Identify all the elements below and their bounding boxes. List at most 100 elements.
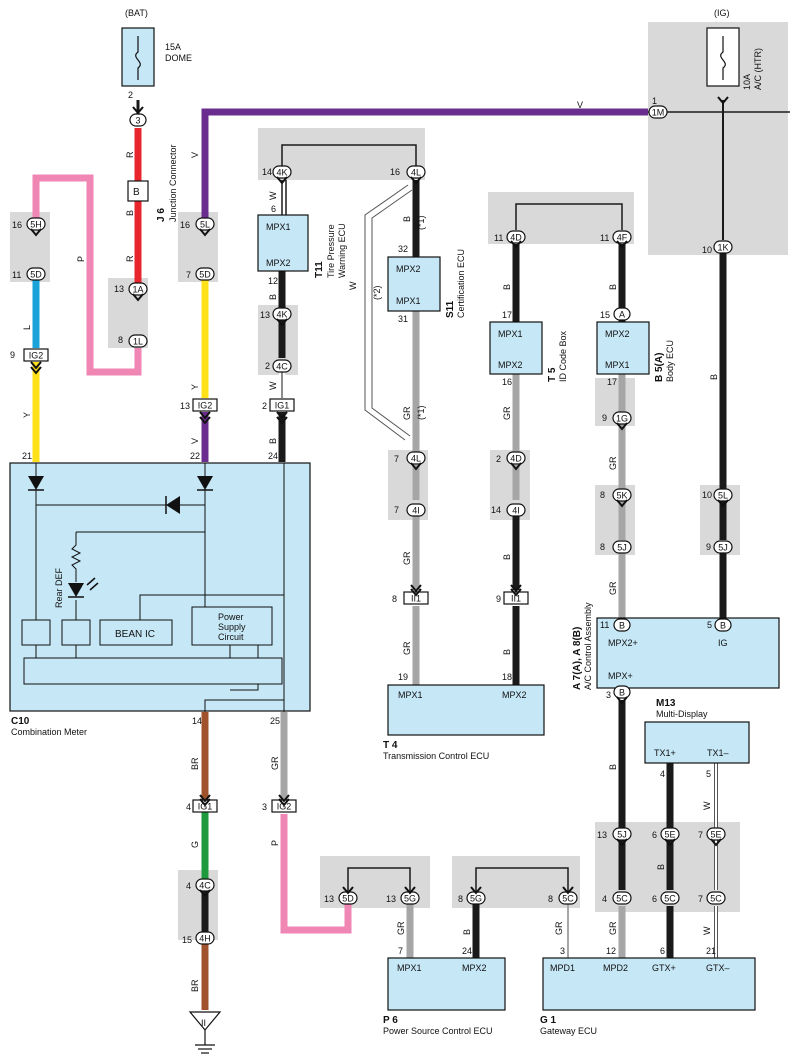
oval-connector-c5d_low: 5D [338,891,358,905]
pin-name: MPX2 [498,360,523,370]
wire-color: BR [190,757,200,770]
connector-label: 5E [710,830,721,840]
wire-color: GR [270,756,280,770]
wire-color: V [190,438,200,444]
oval-connector-c4f: 4F [612,230,632,244]
note: (*1) [416,405,426,420]
dome-name: DOME [165,53,192,63]
pin: 12 [606,946,616,956]
connector-label: 5J [617,830,627,840]
pin: 16 [502,377,512,387]
pin: 12 [268,276,278,286]
wire-color: Y [22,412,32,418]
oval-connector-c5l: 5L [195,217,215,231]
pin-name: BEAN IC [115,629,155,640]
oval-connector-c4d_b: 4D [506,451,526,465]
wire-color: GR [608,581,618,595]
wire-color: L [22,325,32,330]
pin: 5 [707,620,712,630]
pin: 2 [496,454,501,464]
connector-label: 5G [470,894,482,904]
component-code: T 5 [547,367,558,382]
pin: 8 [118,335,123,345]
chevron-icon [616,422,628,431]
pin: 18 [502,672,512,682]
oval-connector-cb_b: B [714,618,732,632]
connector-label: B [619,621,625,631]
ac-name: A/C (HTR) [753,48,763,90]
oval-connector-c5d_b: 5D [195,267,215,281]
pin: 8 [392,594,397,604]
wire-color: BR [190,979,200,992]
connector-label: 5H [30,220,42,230]
pin-name: MPX2 [396,264,421,274]
component-code: J 6 [156,208,167,222]
pin: 9 [706,542,711,552]
pin: 4 [602,894,607,904]
pin: 9 [602,413,607,423]
component-name: Gateway ECU [540,1026,597,1036]
connector-label: 5D [199,270,211,280]
chevron-icon [30,228,42,237]
component-name: A/C Control Assembly [583,602,593,690]
chevron-icon [410,462,422,471]
connector-label: II1 [511,594,521,604]
oval-connector-c4i_a: 4I [406,503,426,517]
pin-name: MPX1 [396,296,421,306]
oval-connector-c5c_d: 5C [706,891,726,905]
chevron-icon [710,838,722,847]
wire-color: P [270,840,280,846]
pin: 6 [271,204,276,214]
chevrons [30,96,729,898]
pin: 2 [128,90,133,100]
pin: 7 [698,830,703,840]
connector-label: 5G [404,894,416,904]
pin: 13 [180,401,190,411]
oval-connector-c4c_low: 4C [195,878,215,892]
pin: 7 [698,894,703,904]
connector-label: 4D [510,233,522,243]
fuse-ac-htr [706,27,740,87]
pin: 14 [491,505,501,515]
connector-label: 4L [411,168,421,178]
pin: 7 [394,505,399,515]
component-name: ID Code Box [558,330,568,382]
chevron-icon [199,411,211,420]
pin: 16 [390,167,400,177]
pin-name: MPX1 [605,360,630,370]
connector-label: 4C [276,362,288,372]
oval-connector-c5j_c: 5J [612,827,632,841]
wire-color: W [268,191,278,200]
ground-code: II [201,1018,206,1028]
connector-label: 5C [562,894,574,904]
pin: 15 [600,310,610,320]
pin: 11 [494,233,503,243]
pin: 6 [652,894,657,904]
oval-connector-c5k: 5K [612,488,632,502]
pin: 3 [262,802,267,812]
wire-color: GR [502,406,512,420]
pin-name: MPX2+ [608,638,638,648]
oval-connector-cb_a: B [613,618,631,632]
connector-label: 5K [616,491,627,501]
component-name: Junction Connector [168,144,178,222]
chevron-icon [276,411,288,420]
wire-color: W [348,281,358,290]
component-code: C10 [11,716,30,727]
connector-label: 4H [199,934,211,944]
chevron-icon [616,499,628,508]
connector-label: IG1 [275,401,290,411]
pin: 31 [398,314,408,324]
connector-label: 5C [664,894,676,904]
component-name: Body ECU [665,340,675,382]
connector-label: 4D [510,454,522,464]
oval-connector-c5d_a: 5D [26,267,46,281]
pin: 17 [607,377,617,387]
pin-name: MPX2 [462,963,487,973]
pin: 21 [706,946,716,956]
connector-label: B [619,688,625,698]
jb-label: B [133,187,140,198]
wire-color: B [502,284,512,290]
connector-label: 5D [30,270,42,280]
diode-bars [28,489,213,598]
